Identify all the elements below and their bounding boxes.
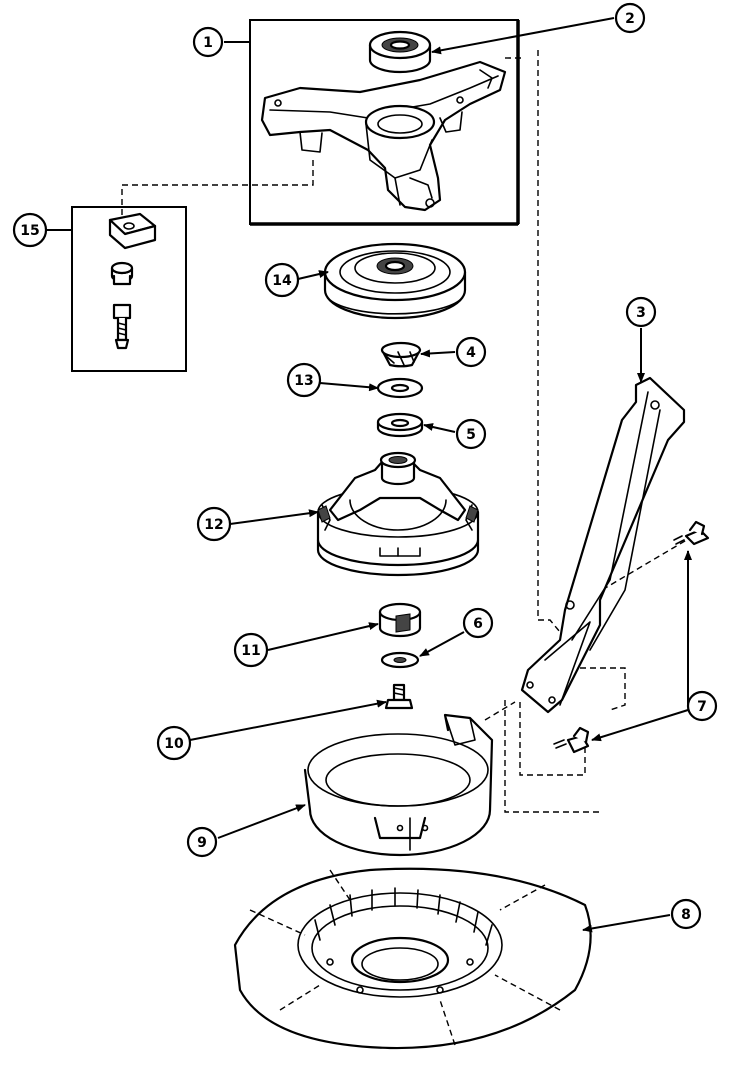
callout-13: 13 [286,362,322,398]
part-15-frame [71,206,187,372]
transmission-housing [316,451,480,577]
callout-4-label: 4 [466,345,476,361]
callout-14-label: 14 [272,273,292,289]
pulley [323,242,467,320]
callout-11-label: 11 [241,643,260,659]
clutch-cup [380,341,422,368]
callout-3: 3 [625,296,657,328]
callout-7-label: 7 [697,699,707,715]
callout-6-label: 6 [473,616,483,632]
washer-lower [376,412,424,438]
callout-4: 4 [455,336,487,368]
callout-9-label: 9 [197,835,207,851]
bracket-fastener-set [108,212,157,350]
callout-15: 15 [12,212,48,248]
hub-spider-bracket [260,60,507,212]
callout-15-label: 15 [20,223,39,239]
bearing [368,30,432,74]
part-1-frame [249,19,520,226]
callout-9: 9 [186,826,218,858]
callout-13-label: 13 [294,373,313,389]
callout-7: 7 [686,690,718,722]
callout-2-label: 2 [625,11,635,27]
washer-upper [376,377,424,399]
callout-8-label: 8 [681,907,691,923]
callout-6: 6 [462,607,494,639]
callout-8: 8 [670,898,702,930]
callout-2: 2 [614,2,646,34]
callout-1: 1 [192,26,224,58]
screw-lower [553,726,590,754]
hex-bolt [384,683,414,710]
callout-5: 5 [455,418,487,450]
callout-11: 11 [233,632,269,668]
screw-upper [673,520,710,546]
callout-12: 12 [196,506,232,542]
coupling-sleeve [378,602,422,638]
callout-5-label: 5 [466,427,476,443]
callout-3-label: 3 [636,305,646,321]
washer-small [380,651,420,669]
callout-1-label: 1 [203,35,213,51]
support-arm [520,376,686,714]
tub-base [233,867,592,1050]
leader-lines [46,17,692,933]
callout-12-label: 12 [204,517,223,533]
shield-ring [303,713,494,857]
callout-10: 10 [156,725,192,761]
callout-14: 14 [264,262,300,298]
callout-10-label: 10 [164,736,184,752]
